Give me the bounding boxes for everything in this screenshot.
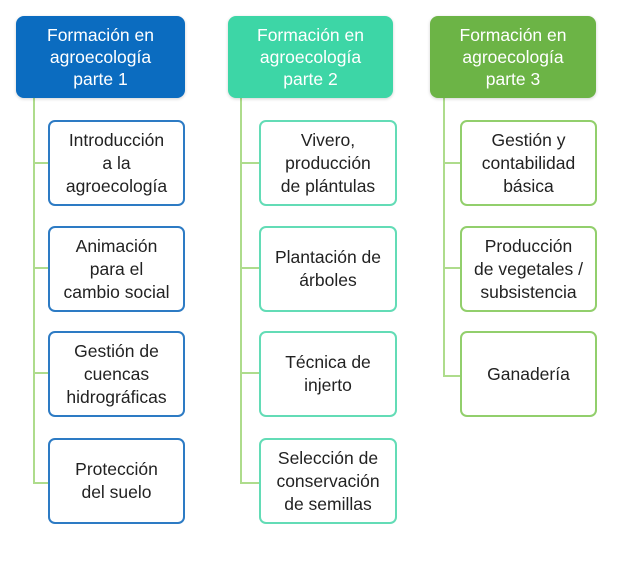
connector-branch: [240, 162, 260, 164]
column-title: Formación en agroecología parte 2: [257, 25, 364, 89]
topic-label: Producción de vegetales / subsistencia: [474, 235, 583, 302]
connector-branch: [33, 482, 49, 484]
connector-branch: [443, 375, 461, 377]
column-header: Formación en agroecología parte 1: [16, 16, 185, 98]
connector-trunk: [240, 98, 242, 483]
topic-label: Vivero, producción de plántulas: [280, 129, 376, 196]
topic-card: Protección del suelo: [48, 438, 185, 524]
topic-label: Plantación de árboles: [274, 247, 382, 290]
connector-trunk: [33, 98, 35, 483]
connector-branch: [240, 267, 260, 269]
column-title: Formación en agroecología parte 3: [459, 25, 567, 89]
topic-label: Introducción a la agroecología: [65, 129, 168, 196]
connector-branch: [33, 372, 49, 374]
topic-card: Vivero, producción de plántulas: [259, 120, 397, 206]
topic-label: Gestión y contabilidad básica: [481, 129, 576, 196]
connector-branch: [33, 162, 49, 164]
column-title: Formación en agroecología parte 1: [47, 25, 154, 89]
topic-card: Selección de conservación de semillas: [259, 438, 397, 524]
topic-card: Animación para el cambio social: [48, 226, 185, 312]
topic-label: Técnica de injerto: [285, 352, 371, 395]
topic-card: Gestión y contabilidad básica: [460, 120, 597, 206]
topic-card: Producción de vegetales / subsistencia: [460, 226, 597, 312]
column-header: Formación en agroecología parte 3: [430, 16, 596, 98]
topic-card: Introducción a la agroecología: [48, 120, 185, 206]
topic-card: Gestión de cuencas hidrográficas: [48, 331, 185, 417]
connector-branch: [240, 372, 260, 374]
connector-branch: [33, 267, 49, 269]
connector-branch: [443, 267, 461, 269]
connector-trunk: [443, 98, 445, 377]
topic-card: Plantación de árboles: [259, 226, 397, 312]
connector-branch: [240, 482, 260, 484]
topic-card: Técnica de injerto: [259, 331, 397, 417]
column-header: Formación en agroecología parte 2: [228, 16, 393, 98]
topic-card: Ganadería: [460, 331, 597, 417]
topic-label: Gestión de cuencas hidrográficas: [66, 340, 167, 407]
topic-label: Animación para el cambio social: [63, 235, 170, 302]
connector-branch: [443, 162, 461, 164]
topic-label: Selección de conservación de semillas: [276, 447, 380, 514]
topic-label: Ganadería: [487, 363, 570, 384]
topic-label: Protección del suelo: [75, 459, 158, 502]
